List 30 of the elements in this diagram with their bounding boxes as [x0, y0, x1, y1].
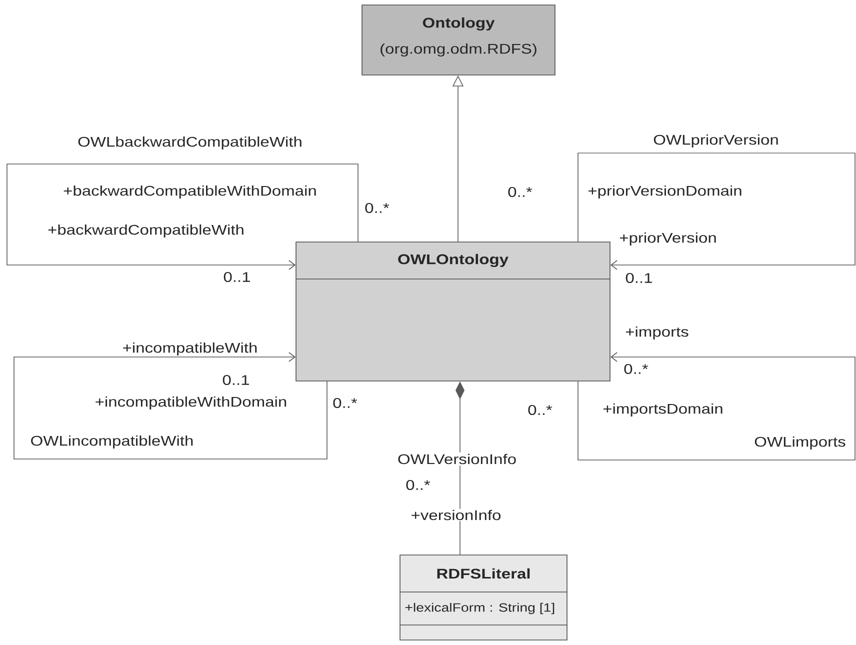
association-name: OWLincompatibleWith — [28, 434, 196, 450]
multiplicity: 0..* — [404, 479, 432, 491]
role-name: +importsDomain — [602, 402, 724, 418]
class-box: Ontology (org.omg.odm.RDFS) — [362, 4, 556, 76]
association-line — [578, 152, 856, 270]
role-name: +incompatibleWith — [121, 341, 259, 357]
association-name: OWLimports — [752, 434, 848, 452]
association-line — [6, 164, 358, 270]
role-name: +versionInfo — [410, 508, 502, 522]
class-box: RDFSLiteral +lexicalForm : String [1] — [400, 554, 568, 640]
association-name: OWLpriorVersion — [652, 132, 780, 150]
multiplicity: 0..* — [332, 397, 358, 409]
association-name: OWLbackwardCompatibleWith — [76, 134, 304, 152]
role-name: +imports — [624, 325, 690, 341]
role-name: +incompatibleWithDomain — [94, 395, 288, 411]
association-line — [578, 352, 856, 460]
role-name: +priorVersion — [618, 231, 718, 247]
multiplicity: 0..1 — [222, 271, 252, 283]
class-box: OWLOntology — [296, 242, 610, 382]
multiplicity: 0..1 — [221, 374, 251, 386]
role-name: +backwardCompatibleWithDomain — [62, 184, 318, 200]
multiplicity: 0..* — [526, 404, 554, 416]
multiplicity: 0..* — [506, 186, 534, 198]
role-name: +priorVersionDomain — [586, 184, 744, 200]
association-line — [14, 352, 328, 460]
multiplicity: 0..* — [364, 202, 390, 214]
multiplicity: 0..* — [622, 363, 650, 375]
role-name: +backwardCompatibleWith — [46, 223, 246, 239]
multiplicity: 0..1 — [624, 272, 654, 284]
association-name: OWLVersionInfo — [396, 452, 518, 466]
